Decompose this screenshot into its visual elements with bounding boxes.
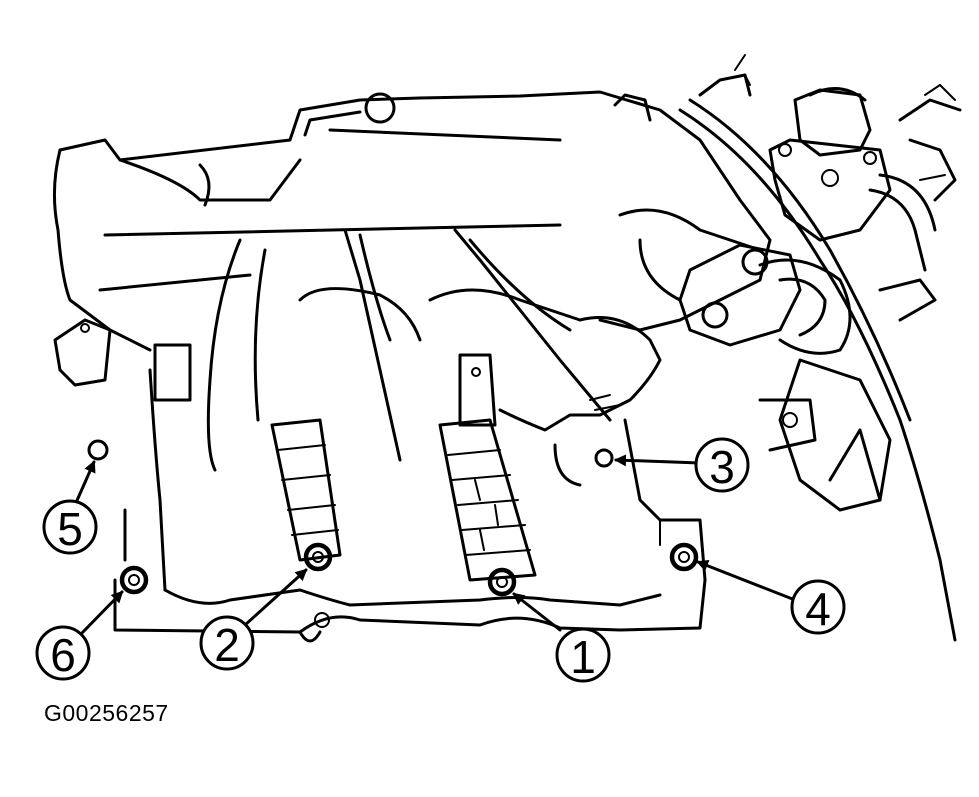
bolt-1 [487,567,517,597]
callout-4: 4 [790,579,846,635]
callout-1: 1 [555,627,611,683]
figure-code: G00256257 [44,700,169,726]
bolt-6 [119,565,149,595]
leader-5 [73,460,96,507]
leader-1 [512,592,562,632]
callout-6-label: 6 [50,629,76,681]
callout-3: 3 [694,437,750,493]
callout-5-label: 5 [57,503,83,555]
bolt-4 [669,542,699,572]
bolt-3 [594,448,614,468]
runner-port-right [438,418,537,582]
callout-5: 5 [42,499,98,555]
callout-1-label: 1 [570,631,596,683]
leader-6 [78,590,124,637]
callout-6: 6 [35,625,91,681]
vacuum-hose [498,316,662,487]
callout-4-label: 4 [805,583,831,635]
callout-leaders [73,454,797,637]
intake-manifold-body [52,90,772,352]
manifold-runners [123,228,612,592]
callout-2-label: 2 [214,619,240,671]
bolt-2 [303,542,333,572]
bolt-5 [87,439,109,461]
leader-4 [696,560,797,602]
wiring-harness [678,54,962,642]
leader-2 [243,568,308,627]
runner-port-left [270,418,342,562]
idle-air-control-valve [768,87,937,322]
callout-2: 2 [199,615,255,671]
manifold-bracket [53,318,497,427]
manifold-lower-flange [113,418,707,643]
callout-3-label: 3 [709,441,735,493]
leader-3 [614,454,702,467]
